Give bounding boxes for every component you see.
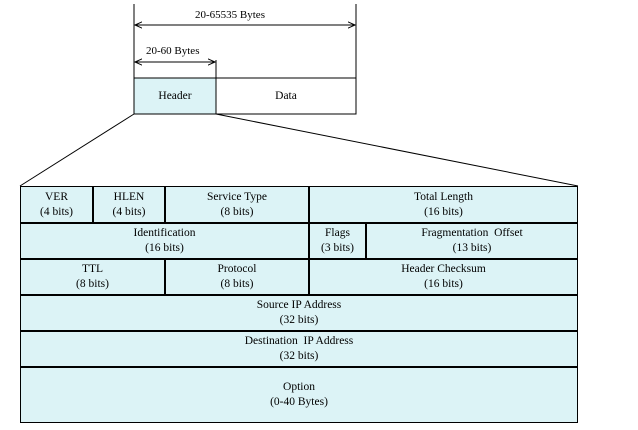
field-size: (16 bits) — [424, 278, 463, 290]
field-size: (8 bits) — [220, 205, 254, 218]
field-size: (3 bits) — [321, 242, 354, 254]
field-name: Destination IP Address — [244, 335, 354, 347]
field-service-type: Service Type (8 bits) — [165, 186, 309, 223]
packet-header-box — [133, 77, 217, 115]
packet-data-box — [215, 77, 357, 115]
field-name: Service Type — [207, 190, 267, 203]
field-name: Fragmentation Offset — [421, 227, 523, 239]
field-ttl: TTL (8 bits) — [20, 259, 165, 295]
field-size: (16 bits) — [424, 205, 463, 218]
field-protocol: Protocol (8 bits) — [165, 259, 309, 295]
field-size: (0-40 Bytes) — [270, 396, 328, 408]
field-name: Source IP Address — [256, 299, 342, 311]
field-size: (16 bits) — [145, 242, 184, 254]
expand-left-line — [19, 113, 135, 187]
field-hlen: HLEN (4 bits) — [93, 186, 165, 223]
field-size: (32 bits) — [279, 350, 319, 362]
field-size: (8 bits) — [76, 278, 109, 290]
field-size: (8 bits) — [220, 278, 254, 290]
total-size-label: 20-65535 Bytes — [195, 9, 265, 21]
field-identification: Identification (16 bits) — [20, 223, 309, 259]
header-size-label: 20-60 Bytes — [146, 45, 200, 57]
field-name: Header Checksum — [401, 263, 486, 275]
field-size: (13 bits) — [452, 242, 492, 254]
field-fragmentation-offset: Fragmentation Offset (13 bits) — [366, 223, 578, 259]
field-option: Option (0-40 Bytes) — [20, 367, 578, 423]
field-name: Identification — [133, 227, 196, 239]
field-flags: Flags (3 bits) — [309, 223, 366, 259]
field-name: Protocol — [217, 263, 257, 275]
expand-right-line — [215, 113, 579, 187]
field-name: Flags — [325, 227, 350, 239]
field-destination-ip: Destination IP Address (32 bits) — [20, 331, 578, 367]
packet-header-label: Header — [158, 89, 192, 102]
field-name: VER — [45, 190, 68, 203]
field-name: Option — [283, 381, 315, 393]
field-size: (4 bits) — [112, 205, 146, 218]
field-size: (4 bits) — [40, 205, 73, 218]
field-header-checksum: Header Checksum (16 bits) — [309, 259, 578, 295]
field-ver: VER (4 bits) — [20, 186, 93, 223]
field-name: TTL — [81, 263, 104, 275]
field-name: HLEN — [113, 190, 145, 203]
field-size: (32 bits) — [279, 314, 319, 326]
field-total-length: Total Length (16 bits) — [309, 186, 578, 223]
field-source-ip: Source IP Address (32 bits) — [20, 295, 578, 331]
packet-data-label: Data — [275, 89, 297, 102]
field-name: Total Length — [414, 190, 473, 203]
